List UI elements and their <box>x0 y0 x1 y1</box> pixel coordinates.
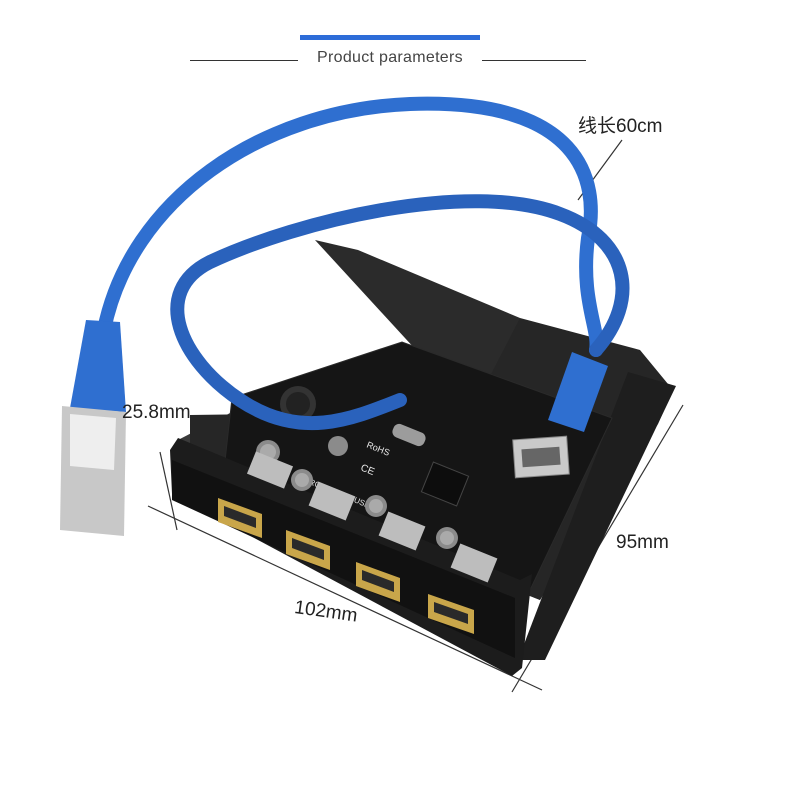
depth-label: 95mm <box>616 532 669 553</box>
cable-connector-right <box>548 352 608 432</box>
usb-port-4 <box>428 594 474 634</box>
header-rule-right <box>482 60 586 61</box>
header-title: Product parameters <box>317 49 463 66</box>
usb-port-1 <box>218 498 262 538</box>
usb-cable <box>97 96 630 431</box>
height-dim-line <box>159 451 178 531</box>
board-components <box>246 386 570 583</box>
header-rule-left <box>190 60 298 61</box>
cable-length-label: 线长60cm <box>578 116 663 137</box>
usb-port-2 <box>286 530 330 570</box>
usb-ports <box>218 498 474 634</box>
board-ce-mark: CE <box>359 463 376 479</box>
width-dim-line <box>147 505 543 691</box>
usb-port-3 <box>356 562 400 602</box>
cable-connector-left <box>60 320 126 536</box>
height-label: 25.8mm <box>122 402 191 423</box>
header-accent-bar <box>300 35 480 40</box>
